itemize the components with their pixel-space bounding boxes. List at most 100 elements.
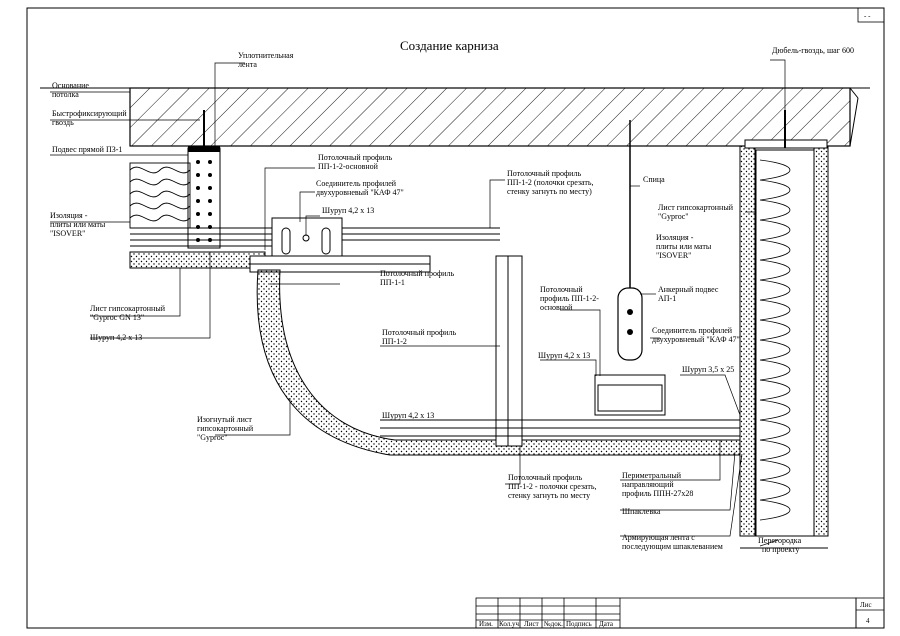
label-line: Перегородка [758, 536, 802, 545]
label-arm: Армирующая лента с последующим шпаклеван… [622, 533, 723, 551]
label-line: ПП-1-2 (полочки срезать, [507, 178, 594, 187]
tb-col-list: Лист [524, 620, 539, 628]
label-line: Изоляция - [656, 233, 694, 242]
lower-profile-lines [380, 419, 740, 437]
label-izog: Изогнутый лист гипсокартонный "Gyproc" [197, 415, 254, 442]
label-line: ПП-1-2-основной [318, 162, 379, 171]
anchor-hole-2 [627, 329, 633, 335]
label-line: Лист гипсокартонный [90, 304, 166, 313]
center-profile [597, 384, 663, 412]
right-insulation-waves [759, 159, 791, 521]
drawing-title: Создание карниза [400, 38, 499, 53]
label-shurup-low: Шуруп 4,2 х 13 [382, 411, 434, 420]
label-uplot-lenta: Уплотнительная лента [238, 51, 294, 69]
label-dubel: Дюбель-гвоздь, шаг 600 [772, 46, 854, 55]
label-pp-top-right: Потолочный профиль ПП-1-2 (полочки среза… [507, 169, 594, 196]
label-podves: Подвес прямой ПЗ-1 [52, 145, 122, 154]
left-insulation [129, 162, 191, 229]
leader-lines [50, 59, 786, 547]
corner-mark: - - [864, 12, 871, 20]
label-soed-top: Соединитель профилей двухуровневый "КАФ … [316, 179, 404, 197]
tb-col-koluch: Кол.уч. [499, 620, 521, 628]
tb-sheet-number: 4 [866, 617, 870, 625]
label-pp-osn: Потолочный профиль ПП-1-2-основной [318, 153, 392, 171]
label-line: стенку загнуть по месту [508, 491, 590, 500]
right-insulation-box [755, 149, 815, 537]
label-line: Потолочный [540, 285, 583, 294]
label-line: основной [540, 303, 573, 312]
label-anker: Анкерный подвес АП-1 [658, 285, 719, 303]
anchor-hanger-ap1 [617, 287, 643, 361]
label-line: потолка [52, 90, 79, 99]
right-gypsum-board [739, 145, 756, 537]
label-izol-left: Изоляция - плиты или маты "ISOVER" [50, 211, 106, 238]
label-line: стенку загнуть по месту) [507, 187, 592, 196]
sheet-frame [26, 7, 885, 629]
label-line: АП-1 [658, 294, 676, 303]
label-line: гипсокартонный [197, 424, 254, 433]
label-line: Соединитель профилей [316, 179, 397, 188]
label-line: Потолочный профиль [508, 473, 582, 482]
label-line: Периметральный [622, 471, 682, 480]
label-line: Анкерный подвес [658, 285, 719, 294]
label-line: Потолочный профиль [382, 328, 456, 337]
label-line: "Gyproc GN 13" [90, 313, 144, 322]
label-line: ПП-1-2 [382, 337, 407, 346]
left-gypsum-board [129, 251, 266, 269]
anchor-hole-1 [627, 309, 633, 315]
label-line: профиль ППН-27х28 [622, 489, 693, 498]
tb-sheet-label: Лис [860, 601, 872, 609]
label-line: плиты или маты [656, 242, 712, 251]
label-line: Быстрофиксирующий [52, 109, 127, 118]
hanger-holes [196, 160, 212, 242]
label-line: двухуровневый "КАФ 47" [316, 188, 404, 197]
label-line: профиль ПП-1-2- [540, 294, 599, 303]
label-line: Армирующая лента с [622, 533, 695, 542]
label-line: Потолочный профиль [507, 169, 581, 178]
label-line: "ISOVER" [656, 251, 691, 260]
label-line: плиты или маты [50, 220, 106, 229]
kaf47-slot-1 [281, 227, 291, 255]
label-shurup-left: Шуруп 4,2 х 13 [90, 333, 142, 342]
label-line: Потолочный профиль [318, 153, 392, 162]
corner-box [857, 7, 885, 23]
label-shpak: Шпаклевка [622, 507, 661, 516]
label-line: по проекту [762, 545, 799, 554]
label-line: "Gyproc" [197, 433, 228, 442]
slab-break-line-2 [849, 97, 859, 147]
tb-col-izm: Изм. [479, 620, 493, 628]
label-shurup-top: Шуруп 4,2 х 13 [322, 206, 374, 215]
vertical-profile-pp12 [495, 255, 523, 447]
label-shurup-35: Шуруп 3,5 х 25 [682, 365, 734, 374]
label-line: Уплотнительная [238, 51, 294, 60]
label-shurup-mid: Шуруп 4,2 х 13 [538, 351, 590, 360]
tb-col-data: Дата [599, 620, 614, 628]
tb-col-podpis: Подпись [566, 620, 592, 628]
label-line: Потолочный профиль [380, 269, 454, 278]
tb-col-ndok: №док. [544, 620, 563, 628]
label-line: ПП-1-1 [380, 278, 405, 287]
label-pp-center: Потолочный профиль ПП-1-2- основной [540, 285, 599, 312]
label-pp-12: Потолочный профиль ПП-1-2 [382, 328, 456, 346]
label-soed-right: Соединитель профилей двухуровневый "КАФ … [652, 326, 740, 344]
label-line: двухуровневый "КАФ 47" [652, 335, 740, 344]
label-pp-11: Потолочный профиль ПП-1-1 [380, 269, 454, 287]
slab-break-line [849, 87, 859, 99]
label-perim: Периметральный направляющий профиль ППН-… [622, 471, 693, 498]
label-bystro: Быстрофиксирующий гвоздь [52, 109, 127, 127]
right-outer-board [813, 145, 829, 537]
kaf47-slot-2 [321, 227, 331, 255]
label-line: направляющий [622, 480, 674, 489]
label-line: Соединитель профилей [652, 326, 733, 335]
label-line: ПП-1-2 - полочки срезать, [508, 482, 597, 491]
label-line: "ISOVER" [50, 229, 85, 238]
label-izol-right: Изоляция - плиты или маты "ISOVER" [656, 233, 712, 260]
label-line: лента [238, 60, 257, 69]
label-list-gn: Лист гипсокартонный "Gyproc GN 13" [90, 304, 166, 322]
label-line: Лист гипсокартонный [658, 203, 734, 212]
label-spica: Спица [643, 175, 665, 184]
label-peregorodka: Перегородка по проекту [758, 536, 802, 554]
label-osnovanie: Основание потолка [52, 81, 89, 99]
label-line: последующим шпаклеванием [622, 542, 723, 551]
